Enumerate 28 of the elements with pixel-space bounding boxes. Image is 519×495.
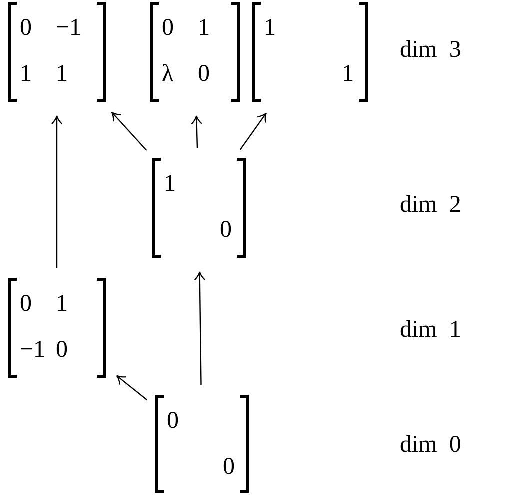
matrix-entry: 0 xyxy=(20,292,32,316)
matrix-entry: 1 xyxy=(198,16,210,40)
matrix xyxy=(150,2,240,102)
matrix-entry: 0 xyxy=(220,218,232,242)
matrix-entry: 1 xyxy=(342,62,354,86)
matrix-entry: 0 xyxy=(223,455,235,479)
dimension-label: dim 0 xyxy=(400,433,462,457)
matrix-entry: λ xyxy=(162,62,174,86)
matrix-entry: 1 xyxy=(264,16,276,40)
dimension-label: dim 1 xyxy=(400,318,462,342)
matrix-entry: 0 xyxy=(198,62,210,86)
matrix-entry: 0 xyxy=(162,16,174,40)
matrix xyxy=(8,2,106,102)
matrix-entry: 1 xyxy=(164,172,176,196)
matrix-entry: 1 xyxy=(20,62,32,86)
dimension-label: dim 2 xyxy=(400,193,462,217)
matrix-entry: −1 xyxy=(20,338,46,362)
dimension-label: dim 3 xyxy=(400,38,462,62)
matrix xyxy=(8,278,106,378)
matrix-entry: 0 xyxy=(56,338,68,362)
matrix xyxy=(152,158,246,258)
matrix-entry: −1 xyxy=(56,16,82,40)
matrix-entry: 0 xyxy=(20,16,32,40)
matrix-entry: 1 xyxy=(56,292,68,316)
matrix xyxy=(155,395,249,493)
matrix-entry: 0 xyxy=(167,409,179,433)
matrix xyxy=(252,2,368,102)
matrix-entry: 1 xyxy=(56,62,68,86)
